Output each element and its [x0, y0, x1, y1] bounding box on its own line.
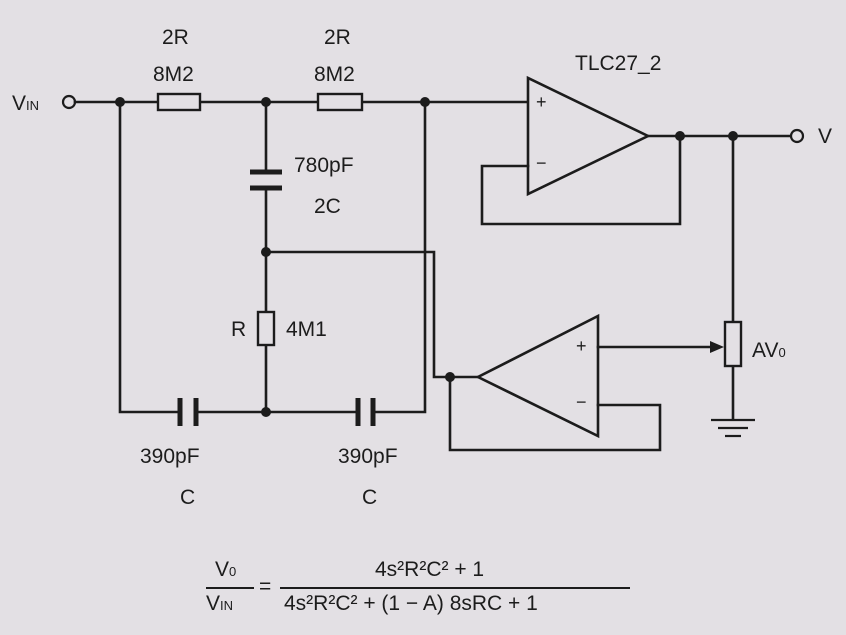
eq-rhs-numerator: 4s²R²C² + 1 [375, 558, 485, 581]
r-mid-name: R [231, 318, 247, 341]
cap-mid-name: 2C [314, 195, 341, 218]
eq-rhs-fraction-line [280, 587, 630, 589]
cap-left-name: C [180, 486, 196, 509]
opamp-bottom-minus: − [576, 392, 587, 412]
ground-icon [711, 418, 755, 438]
eq-lhs-fraction-line [206, 587, 254, 589]
cap-left-value: 390pF [140, 445, 200, 468]
r-top-right-value: 8M2 [314, 63, 355, 86]
r-top-left-name: 2R [162, 26, 189, 49]
vout-terminal [789, 128, 805, 144]
potentiometer [723, 320, 743, 368]
midnode-wire [264, 250, 480, 379]
eq-equals: = [259, 575, 272, 598]
resistor-r [256, 310, 276, 347]
capacitor-390pf-right [355, 398, 376, 426]
vin-label: VIN [12, 92, 40, 115]
eq-rhs-denominator: 4s²R²C² + (1 − A) 8sRC + 1 [284, 592, 538, 615]
opamp-bottom [475, 313, 600, 439]
r-top-left-value: 8M2 [153, 63, 194, 86]
bottom-rail-wire [118, 100, 427, 414]
cap-right-name: C [362, 486, 378, 509]
opamp-bottom-plus: + [576, 336, 587, 356]
eq-lhs-denominator: VIN [206, 592, 234, 615]
opamp-top-feedback [480, 134, 682, 226]
pot-label: AV0 [752, 339, 786, 362]
eq-lhs-numerator: V0 [215, 558, 237, 581]
opamp-top-label: TLC27_2 [575, 52, 662, 75]
resistor-2r-left [156, 92, 202, 112]
vout-label: V [818, 125, 833, 148]
resistor-2r-right [316, 92, 364, 112]
wiper-arrow-icon [710, 341, 724, 353]
opamp-top-plus: + [536, 92, 547, 112]
junction-dots [115, 97, 738, 417]
r-mid-value: 4M1 [286, 318, 327, 341]
cap-mid-value: 780pF [294, 154, 354, 177]
opamp-top [526, 75, 651, 197]
vin-terminal [61, 94, 77, 110]
capacitor-780pf [250, 169, 282, 191]
cap-right-value: 390pF [338, 445, 398, 468]
opamp-bottom-feedback [448, 375, 662, 452]
capacitor-390pf-left [177, 398, 199, 426]
opamp-top-minus: − [536, 153, 547, 173]
r-top-right-name: 2R [324, 26, 351, 49]
